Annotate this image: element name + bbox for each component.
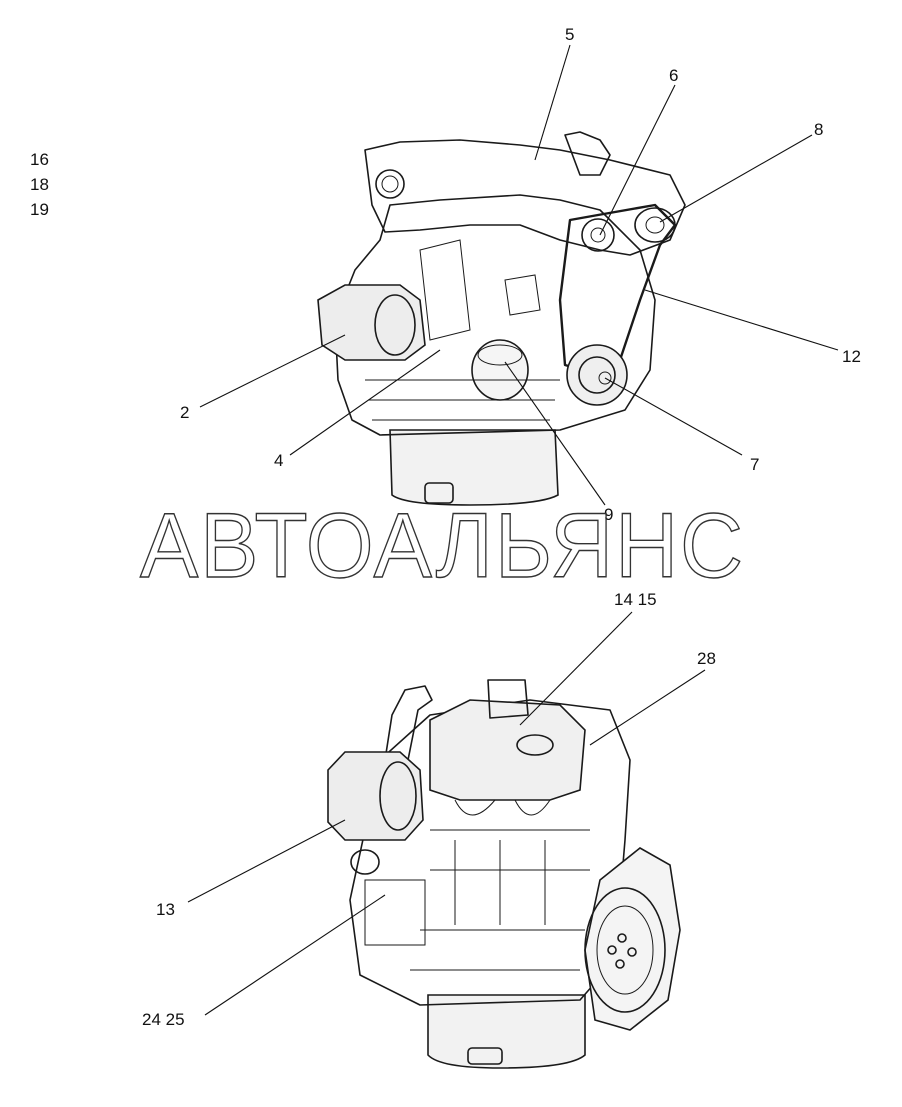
leader-4 bbox=[289, 349, 441, 456]
leader-8 bbox=[659, 134, 813, 223]
callout-14-15: 14 15 bbox=[614, 590, 657, 609]
callout-24-25: 24 25 bbox=[142, 1010, 185, 1029]
callout-8: 8 bbox=[814, 120, 823, 139]
leader-2 bbox=[199, 334, 346, 408]
side-labels: 16 18 19 bbox=[30, 147, 49, 222]
callout-9: 9 bbox=[604, 505, 613, 524]
callout-13: 13 bbox=[156, 900, 175, 919]
callout-28: 28 bbox=[697, 649, 716, 668]
callout-5: 5 bbox=[565, 25, 574, 44]
leader-lines bbox=[187, 44, 839, 1016]
leader-13 bbox=[187, 819, 346, 903]
leader-14-15 bbox=[519, 611, 633, 726]
leader-24-25 bbox=[204, 894, 386, 1016]
engine-front-view bbox=[317, 131, 686, 506]
callout-labels: 2 4 5 6 7 8 9 12 13 14 15 24 25 28 bbox=[142, 25, 861, 1029]
leader-12 bbox=[644, 289, 839, 351]
callout-12: 12 bbox=[842, 347, 861, 366]
leader-28 bbox=[589, 669, 706, 746]
callout-6: 6 bbox=[669, 66, 678, 85]
side-label-18: 18 bbox=[30, 175, 49, 194]
engine-side-view bbox=[327, 679, 681, 1069]
callout-7: 7 bbox=[750, 455, 759, 474]
side-label-19: 19 bbox=[30, 200, 49, 219]
side-label-16: 16 bbox=[30, 150, 49, 169]
leader-7 bbox=[604, 377, 743, 456]
callout-4: 4 bbox=[274, 451, 283, 470]
leader-6 bbox=[599, 84, 676, 236]
leader-5 bbox=[534, 44, 571, 161]
leader-9 bbox=[504, 361, 606, 506]
callout-2: 2 bbox=[180, 403, 189, 422]
watermark: АВТОАЛЬЯНС bbox=[140, 495, 745, 597]
